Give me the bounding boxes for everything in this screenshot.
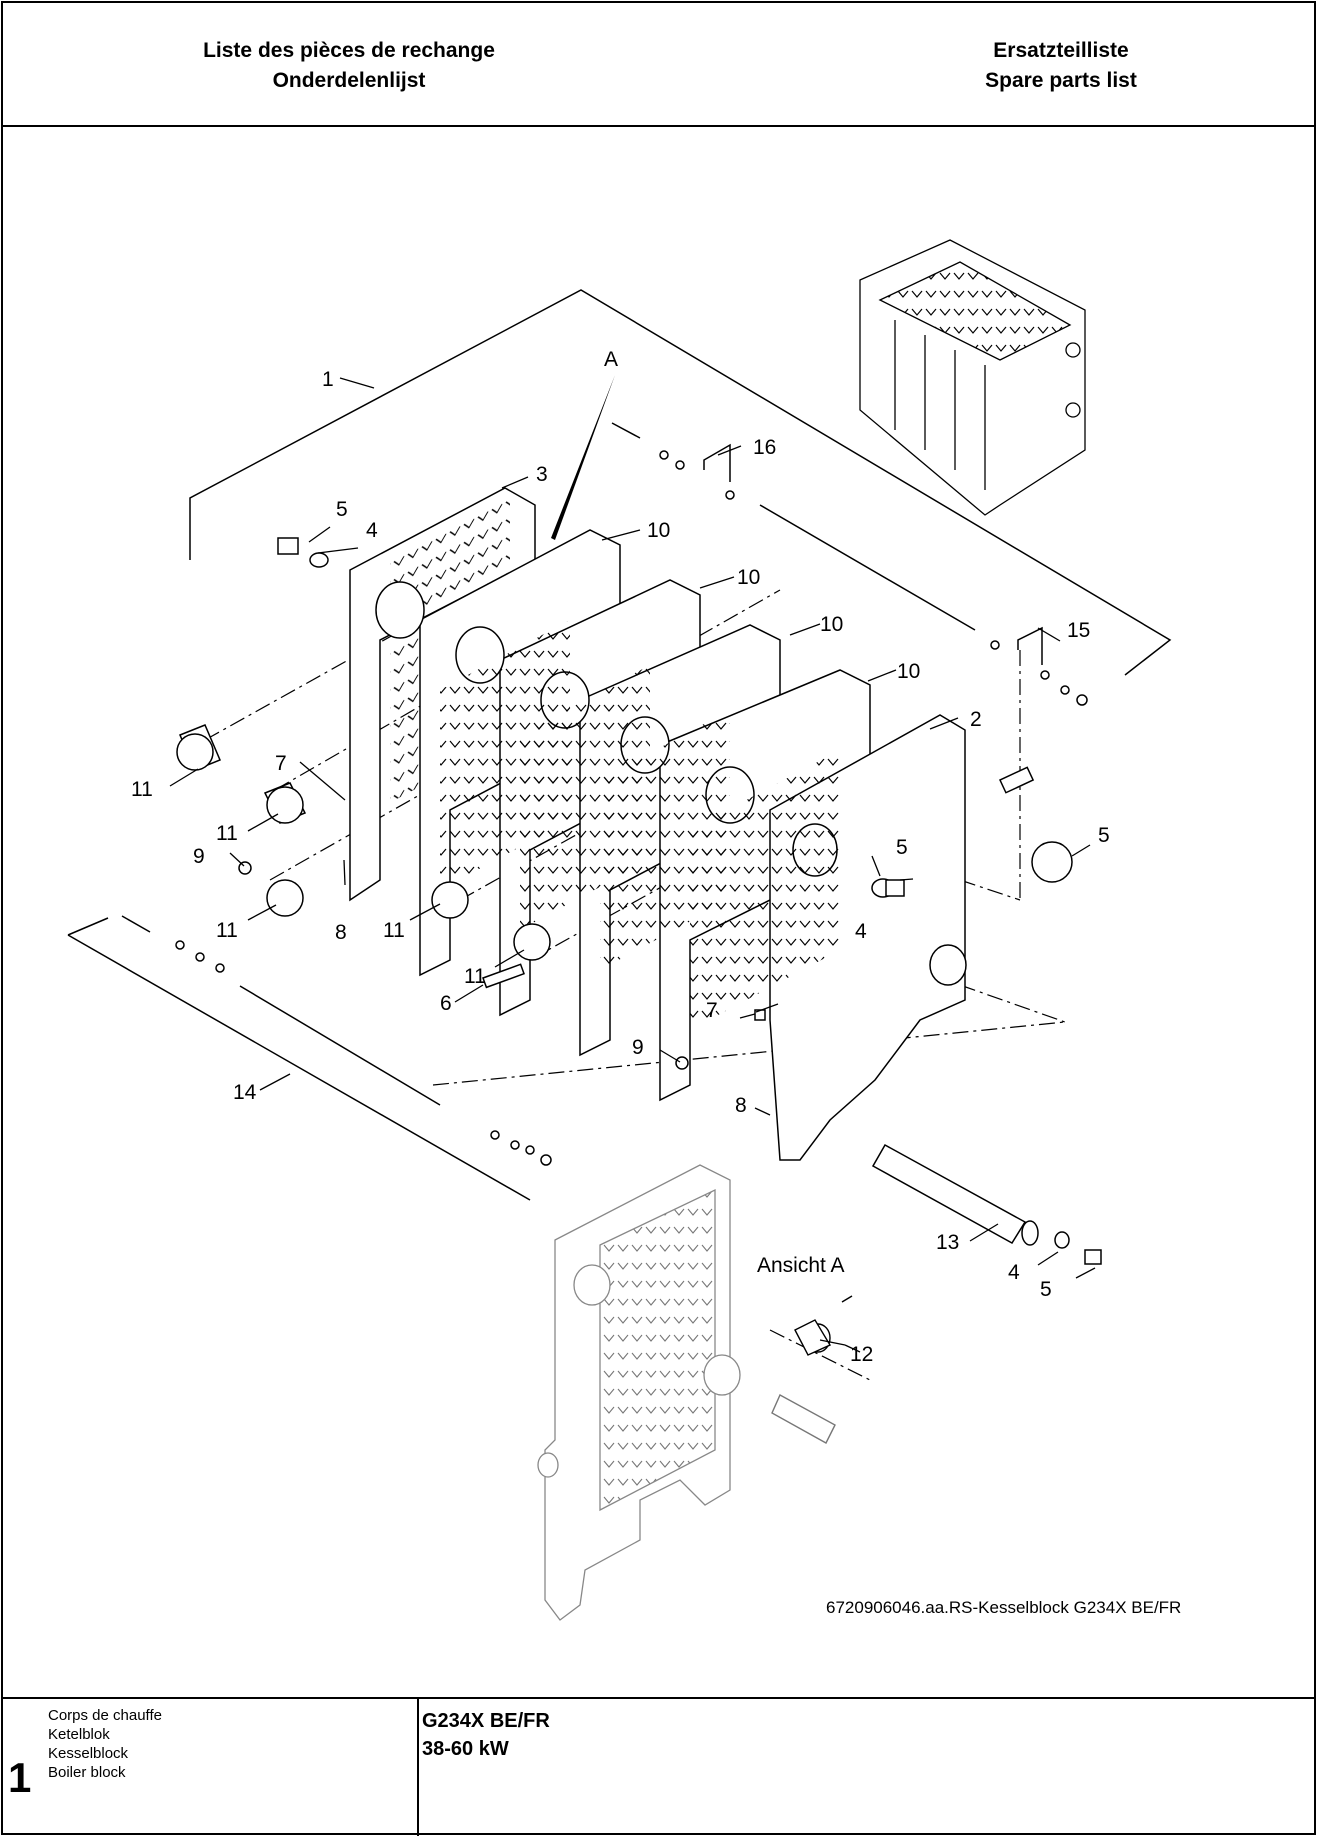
view-a-marker: A	[604, 348, 618, 371]
callout-11d: 11	[383, 919, 405, 942]
assembly-bracket	[67, 289, 1172, 1201]
view-a-pointer	[551, 375, 615, 540]
callout-12: 12	[850, 1343, 873, 1366]
header-left-title: Liste des pièces de rechange Onderdelenl…	[109, 36, 589, 96]
callout-5c: 5	[1098, 824, 1110, 847]
callout-10b: 10	[737, 566, 760, 589]
detail-view-a	[537, 1164, 741, 1621]
callout-8a: 8	[335, 921, 347, 944]
callout-11a: 11	[131, 778, 153, 801]
model-power: 38-60 kW	[422, 1738, 509, 1760]
model-name: G234X BE/FR	[422, 1710, 550, 1732]
callout-11c: 11	[216, 919, 238, 942]
footer-column-divider	[417, 1697, 419, 1836]
callout-7b: 7	[706, 999, 718, 1022]
header-right-title: Ersatzteilliste Spare parts list	[821, 36, 1301, 96]
callout-2: 2	[970, 708, 982, 731]
callout-1: 1	[322, 368, 334, 391]
cleaning-insert	[771, 1295, 853, 1444]
callout-6: 6	[440, 992, 452, 1015]
callout-13: 13	[936, 1231, 959, 1254]
callout-9a: 9	[193, 845, 205, 868]
callouts: 1 2 3 4 4 4 5 5 5 5 6 7 7 8 8 9 9 10 10 …	[131, 348, 1110, 1366]
sheet-number: 1	[8, 1754, 32, 1801]
callout-11e: 11	[464, 965, 486, 988]
description-fr: Corps de chauffe	[48, 1707, 162, 1724]
header-en-title: Spare parts list	[985, 69, 1137, 92]
callout-14: 14	[233, 1081, 257, 1104]
description-en: Boiler block	[48, 1764, 126, 1781]
callout-16: 16	[753, 436, 776, 459]
leader-lines	[169, 377, 1096, 1353]
callout-9b: 9	[632, 1036, 644, 1059]
spacer-clips	[703, 443, 1043, 665]
fin-pattern	[440, 620, 840, 1030]
callout-5a: 5	[336, 498, 348, 521]
callout-10c: 10	[820, 613, 843, 636]
callout-15: 15	[1067, 619, 1090, 642]
header-de-title: Ersatzteilliste	[993, 39, 1129, 62]
callout-10d: 10	[897, 660, 920, 683]
callout-5b: 5	[896, 836, 908, 859]
assembled-block-thumbnail	[859, 239, 1086, 516]
callout-4a: 4	[366, 519, 378, 542]
callout-8b: 8	[735, 1094, 747, 1117]
callout-11b: 11	[216, 822, 238, 845]
pipe	[871, 1143, 1039, 1246]
header-divider	[1, 125, 1316, 127]
header-nl-title: Onderdelenlijst	[272, 69, 426, 92]
callout-4b: 4	[855, 920, 867, 943]
model-info: G234X BE/FR 38-60 kW	[422, 1707, 550, 1763]
description-nl: Ketelblok	[48, 1726, 110, 1743]
footer-divider	[1, 1697, 1316, 1699]
header-fr-title: Liste des pièces de rechange	[203, 39, 495, 62]
callout-4c: 4	[1008, 1261, 1020, 1284]
callout-7a: 7	[275, 752, 287, 775]
fasteners	[238, 537, 1102, 1265]
description-de: Kesselblock	[48, 1745, 129, 1762]
part-description: Corps de chauffe Ketelblok Kesselblock B…	[48, 1706, 162, 1782]
drawing-reference: 6720906046.aa.RS-Kesselblock G234X BE/FR	[826, 1598, 1182, 1617]
view-a-label: Ansicht A	[757, 1254, 845, 1277]
callout-3: 3	[536, 463, 548, 486]
callout-5d: 5	[1040, 1278, 1052, 1301]
callout-10a: 10	[647, 519, 670, 542]
tie-rods	[121, 422, 1088, 1166]
